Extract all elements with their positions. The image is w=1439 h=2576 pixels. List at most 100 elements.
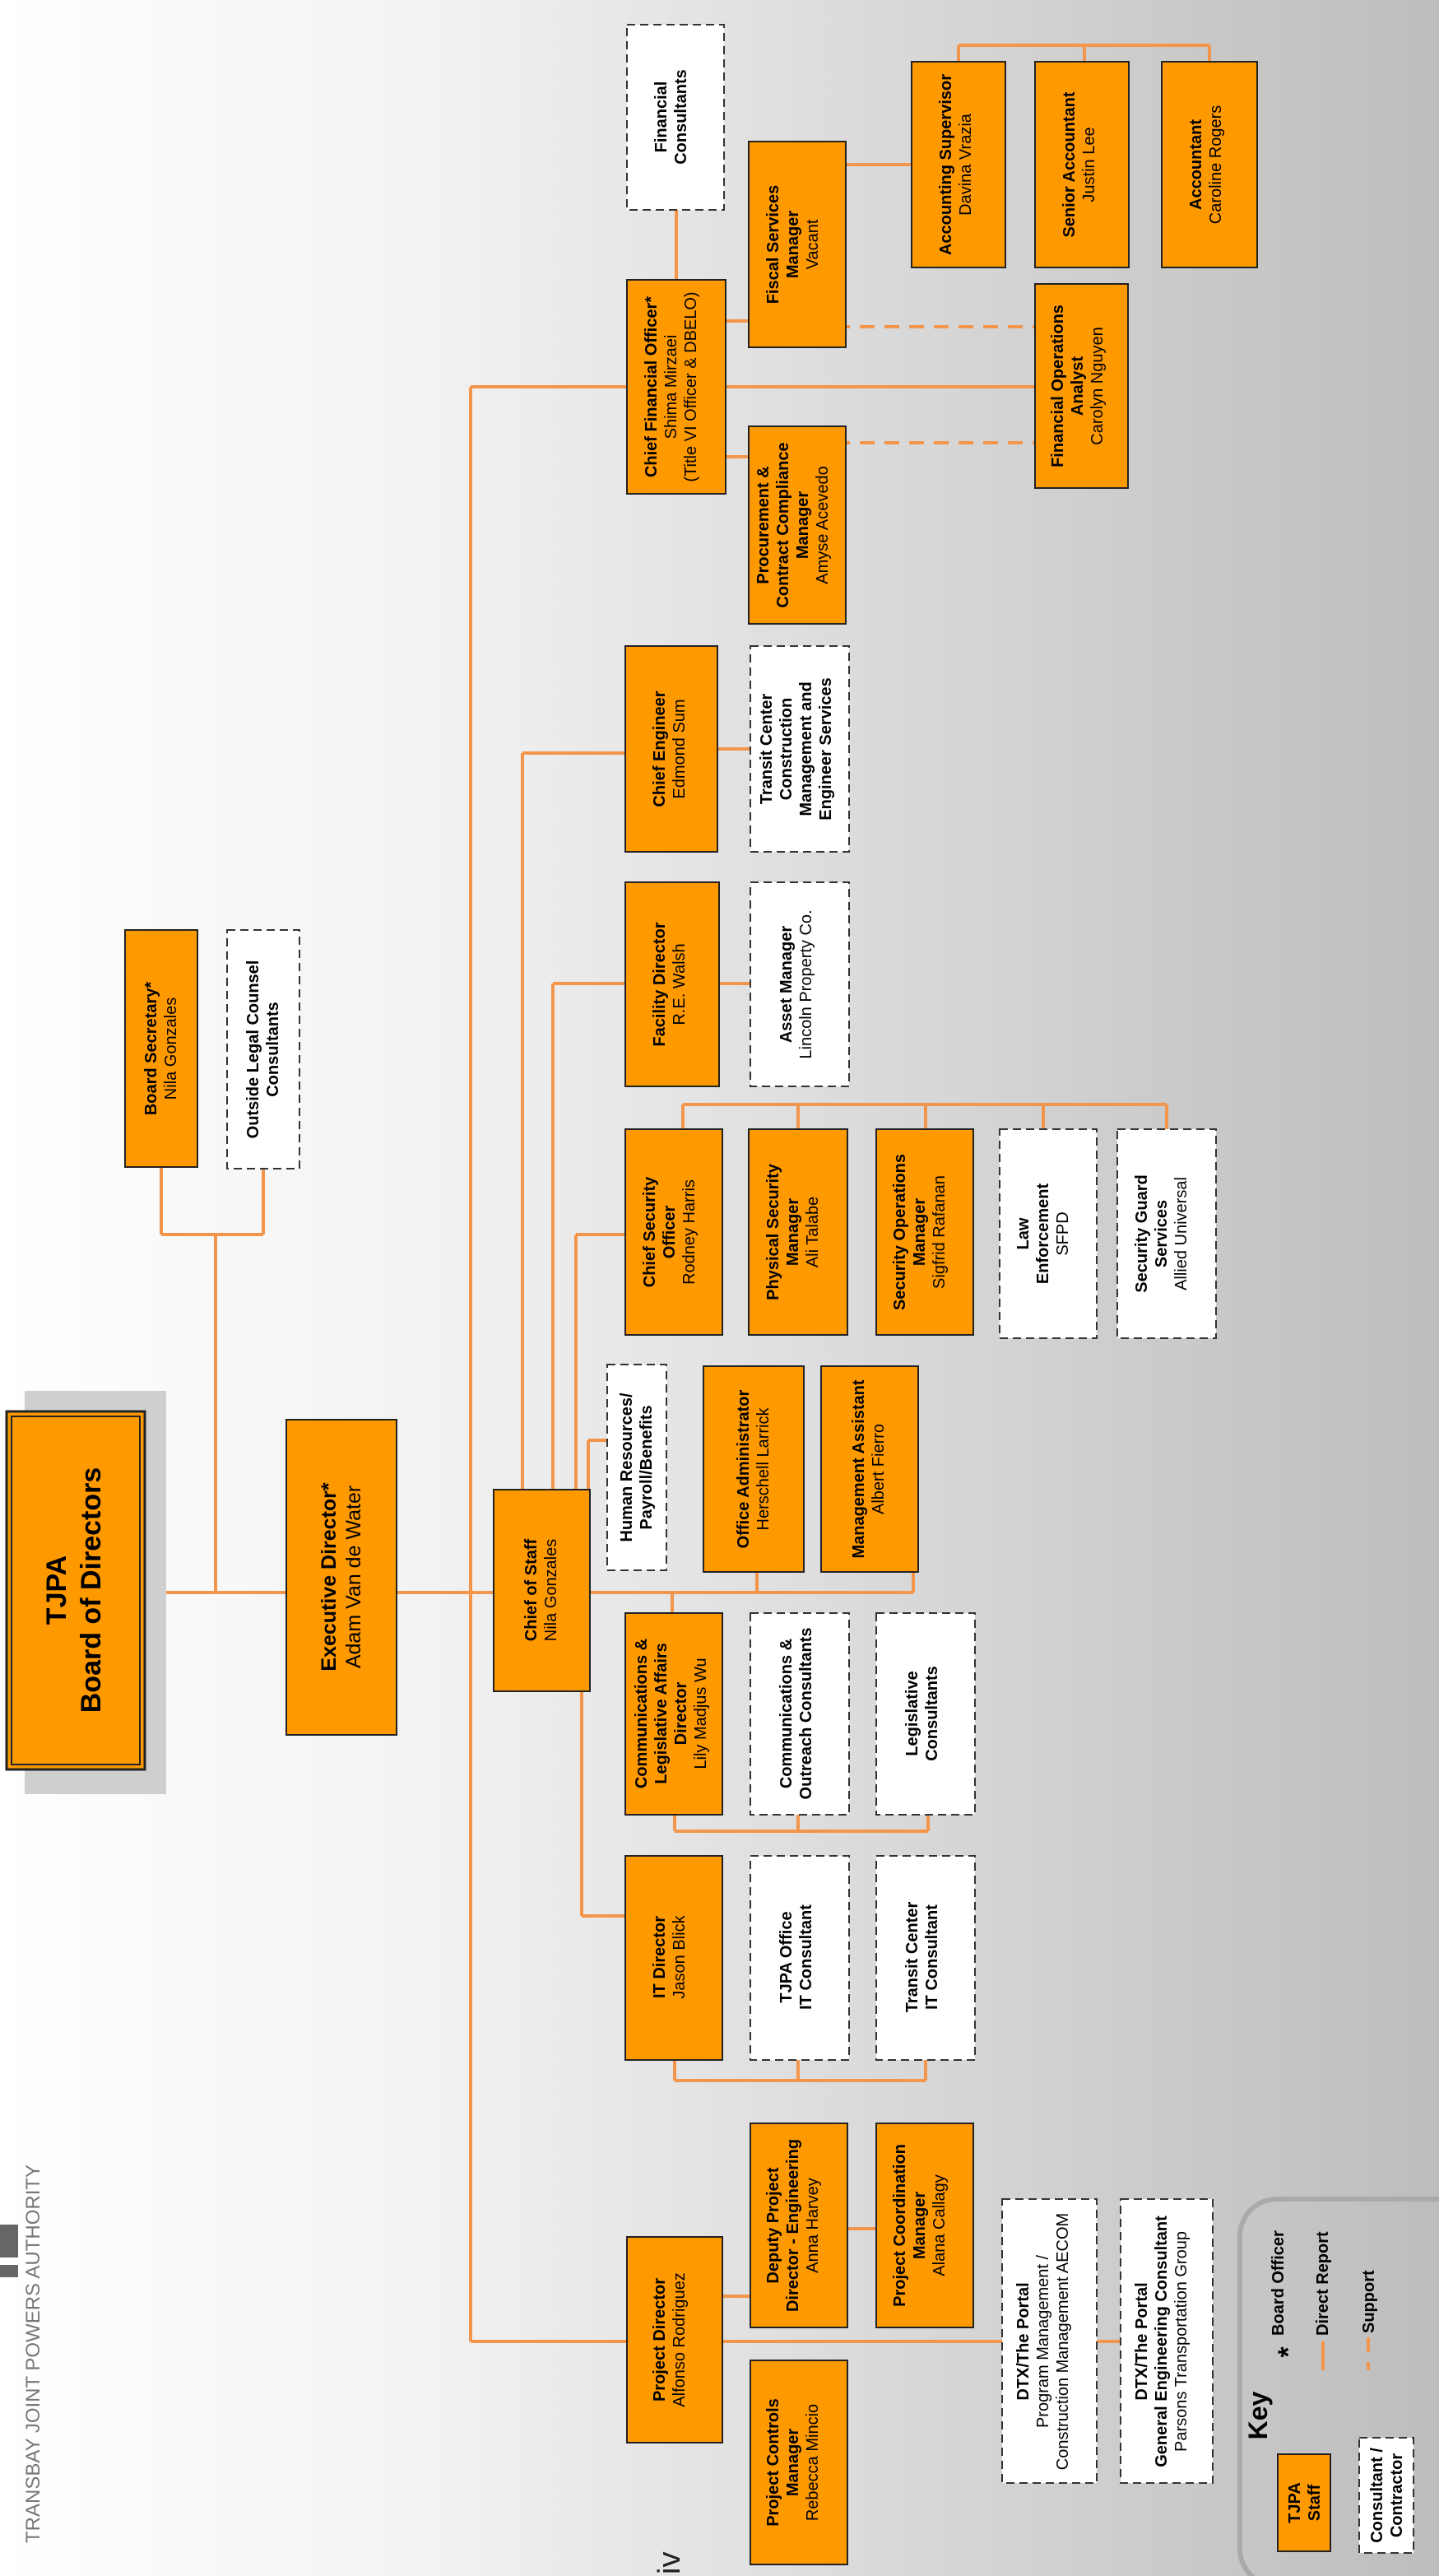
accountant-box [1161,61,1258,268]
legend-support: Support [1360,2270,1378,2333]
security-guard-box [1116,1128,1217,1339]
deputy-project-box [750,2123,848,2328]
legend-board-officer: Board Officer [1270,2230,1288,2336]
project-controls-box [750,2360,848,2565]
office-admin-box [703,1365,805,1573]
project-coord-title-2: Manager [911,2192,929,2259]
legend-consultant-label-2: Contractor [1388,2453,1406,2537]
logo-mark-1 [0,2225,18,2257]
accounting-supervisor-title: Accounting Supervisor [937,74,955,255]
dtx-gec-box [1120,2198,1214,2484]
comm-director-title-3: Director [672,1681,690,1745]
tc-cm-box [750,645,850,853]
procurement-title-1: Procurement & [754,466,773,584]
chief-of-staff-title: Chief of Staff [522,1538,541,1641]
legend-consultant-swatch [1358,2437,1414,2554]
tc-cm-title-1: Transit Center [758,694,776,805]
comm-outreach-title-1: Communications & [778,1639,796,1788]
board-secretary-box [124,929,198,1168]
dtx-gec-name: Parsons Transportation Group [1172,2231,1191,2452]
legend-staff-label-1: TJPA [1286,2482,1304,2523]
security-ops-box [875,1128,974,1336]
facility-director-box [624,881,720,1087]
fiscal-services-name: Vacant [804,219,822,269]
executive-director-title: Executive Director* [318,1482,341,1672]
legend-staff-label-2: Staff [1306,2484,1324,2521]
legal-counsel-box [226,929,300,1169]
security-guard-title-2: Services [1153,1200,1171,1267]
deputy-project-title-2: Director - Engineering [784,2139,802,2312]
procurement-title-2: Contract Compliance [774,442,792,607]
legal-counsel-title: Outside Legal Counsel [244,960,262,1139]
senior-accountant-title: Senior Accountant [1061,91,1079,237]
facility-director-name: R.E. Walsh [671,943,689,1025]
it-director-title: IT Director [651,1916,669,1998]
chief-security-box [624,1128,723,1336]
senior-accountant-box [1034,61,1130,268]
legislative-title-2: Consultants [923,1666,941,1761]
fiscal-services-title-2: Manager [784,211,802,278]
cfo-title: Chief Financial Officer* [643,296,661,477]
tc-cm-title-3: Management and [797,681,815,816]
project-director-box [626,2236,723,2443]
legal-counsel-subtitle: Consultants [264,1002,282,1097]
tc-cm-title-4: Engineer Services [817,677,835,820]
tc-cm-title-2: Construction [778,698,796,800]
physical-security-title-1: Physical Security [764,1163,782,1300]
page-number: iv [652,2552,687,2574]
legend: Key TJPA Staff Consultant / Contractor *… [1237,2197,1439,2576]
cfo-box [626,279,726,495]
board-subtitle: Board of Directors [76,1467,107,1713]
fin-ops-name: Carolyn Nguyen [1089,327,1107,444]
procurement-box [748,425,847,625]
cfo-note: (Title VI Officer & DBELO) [682,291,700,481]
project-coord-box [875,2123,974,2328]
legend-direct-report: Direct Report [1314,2231,1332,2336]
comm-director-title-2: Legislative Affairs [652,1643,671,1784]
security-ops-name: Sigfrid Rafanan [931,1175,949,1289]
financial-consultants-box [626,24,725,211]
chief-engineer-title: Chief Engineer [651,690,669,807]
chief-engineer-box [624,645,718,853]
office-admin-title: Office Administrator [735,1389,753,1548]
dtx-pm-line-3: Construction Management AECOM [1054,2213,1072,2470]
physical-security-title-2: Manager [784,1198,802,1266]
chief-security-title-2: Officer [661,1206,679,1259]
fiscal-services-box [748,141,847,348]
security-guard-title-1: Security Guard [1133,1174,1151,1292]
mgmt-assistant-title: Management Assistant [850,1379,868,1558]
logo-caption: TRANSBAY JOINT POWERS AUTHORITY [22,2164,44,2543]
accounting-supervisor-name: Davina Vrazia [957,113,975,216]
legend-consultant-label-1: Consultant / [1368,2448,1386,2543]
legend-title: Key [1243,2391,1273,2439]
logo-mark-2 [0,2265,18,2277]
legend-staff-swatch [1277,2453,1331,2552]
legend-frame [1237,2197,1439,2576]
project-controls-title-2: Manager [784,2429,802,2496]
chief-of-staff-name: Nila Gonzales [542,1539,560,1642]
executive-director-name: Adam Van de Water [342,1486,365,1668]
board-title: TJPA [41,1555,72,1625]
financial-consultants-title-2: Consultants [672,69,690,165]
legislative-box [875,1612,976,1816]
deputy-project-title-1: Deputy Project [764,2167,782,2283]
facility-director-title: Facility Director [651,922,669,1046]
mgmt-assistant-box [820,1365,919,1573]
dtx-pm-box [1001,2198,1098,2484]
financial-consultants-title-1: Financial [652,81,671,153]
chief-security-title-1: Chief Security [641,1176,659,1287]
project-coord-name: Alana Callagy [931,2174,949,2276]
security-ops-title-2: Manager [911,1198,929,1266]
law-enforcement-box [999,1128,1098,1339]
asset-manager-box [750,881,850,1087]
project-director-name: Alfonso Rodriguez [671,2272,689,2406]
procurement-name: Amyse Acevedo [814,466,832,584]
cfo-name: Shima Mirzaei [662,335,680,439]
asset-manager-title: Asset Manager [778,926,796,1043]
comm-outreach-title-2: Outreach Consultants [797,1628,815,1800]
tc-it-title-1: Transit Center [903,1902,921,2013]
logo: TRANSBAY JOINT POWERS AUTHORITY [0,2164,44,2543]
fin-ops-box [1034,283,1129,489]
hr-box [606,1364,667,1571]
